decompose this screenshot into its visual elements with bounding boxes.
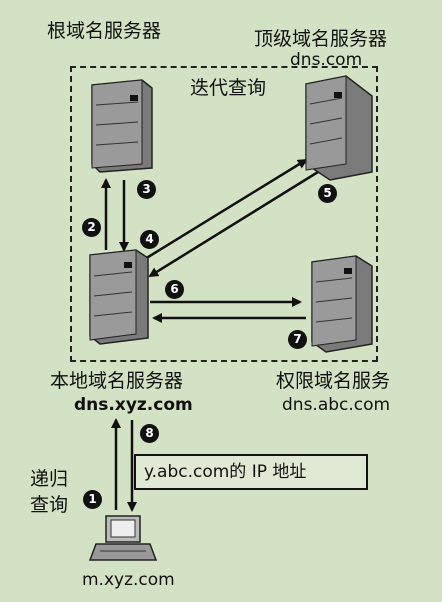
iterative-query-label: 迭代查询 <box>188 77 269 99</box>
step-badge-2: 2 <box>82 218 101 237</box>
step-badge-8: 8 <box>140 424 159 443</box>
step-badge-5: 5 <box>318 184 337 203</box>
root-server-label: 根域名服务器 <box>47 20 162 42</box>
auth-domain-label: dns.abc.com <box>282 395 391 415</box>
step-badge-6: 6 <box>165 280 184 299</box>
step-badge-1: 1 <box>83 490 102 509</box>
local-server-label: 本地域名服务器 <box>50 370 184 392</box>
root-server-icon <box>91 79 153 173</box>
arrow-step-5 <box>148 170 319 278</box>
arrow-step-4 <box>139 158 308 264</box>
local-server-icon <box>89 249 149 345</box>
client-computer-icon <box>88 515 158 561</box>
auth-server-icon <box>311 255 373 353</box>
step-badge-7: 7 <box>288 330 307 349</box>
tld-server-label: 顶级域名服务器 <box>254 28 388 50</box>
step-badge-3: 3 <box>137 180 156 199</box>
iterative-query-box <box>70 66 378 362</box>
step-badge-4: 4 <box>140 230 159 249</box>
tld-server-icon <box>305 75 373 181</box>
client-label: m.xyz.com <box>82 570 175 590</box>
ip-address-answer-box: y.abc.com的 IP 地址 <box>134 454 368 490</box>
auth-server-label: 权限域名服务 <box>276 370 391 392</box>
local-domain-label: dns.xyz.com <box>74 395 193 415</box>
recursive-query-label-line2: 查询 <box>30 494 69 516</box>
recursive-query-label-line1: 递归 <box>30 468 69 490</box>
tld-domain-label: dns.com <box>290 50 363 70</box>
